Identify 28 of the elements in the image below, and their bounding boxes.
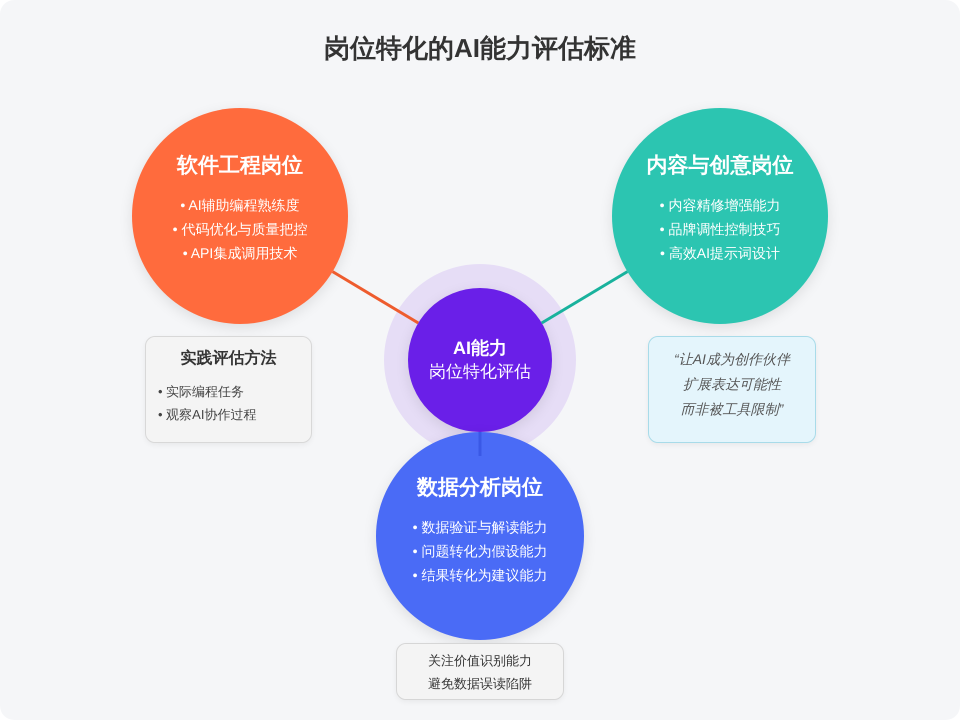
circle-title: 软件工程岗位 — [177, 153, 303, 179]
bullet-item: • 实际编程任务 — [158, 383, 244, 401]
bullet-item: • AI辅助编程熟练度 — [180, 196, 300, 215]
core-title: AI能力 — [453, 337, 507, 360]
quote-card — [648, 336, 816, 443]
bullet-item: • API集成调用技术 — [182, 244, 298, 263]
card-heading: 实践评估方法 — [180, 348, 276, 369]
note-card — [396, 643, 564, 700]
bullet-item: • 结果转化为建议能力 — [412, 566, 548, 585]
note-line: 避免数据误读陷阱 — [428, 675, 532, 693]
circle-title: 数据分析岗位 — [417, 475, 543, 501]
bullet-item: • 观察AI协作过程 — [158, 406, 256, 424]
method-card — [145, 336, 312, 443]
quote-line: 而非被工具限制” — [680, 400, 784, 419]
bullet-item: • 数据验证与解读能力 — [412, 518, 548, 537]
bullet-item: • 代码优化与质量把控 — [172, 220, 308, 239]
connector-line — [332, 270, 420, 324]
note-line: 关注价值识别能力 — [428, 652, 532, 670]
bullet-item: • 高效AI提示词设计 — [660, 244, 780, 263]
circle-title: 内容与创意岗位 — [646, 152, 794, 179]
bullet-item: • 问题转化为假设能力 — [412, 542, 548, 561]
bullet-item: • 内容精修增强能力 — [660, 196, 780, 215]
quote-line: 扩展表达可能性 — [683, 375, 781, 394]
bullet-item: • 品牌调性控制技巧 — [660, 220, 780, 239]
core-subtitle: 岗位特化评估 — [429, 361, 531, 383]
connector-line — [540, 270, 628, 324]
quote-line: “让AI成为创作伙伴 — [674, 350, 790, 369]
diagram-title: 岗位特化的AI能力评估标准 — [324, 32, 636, 65]
